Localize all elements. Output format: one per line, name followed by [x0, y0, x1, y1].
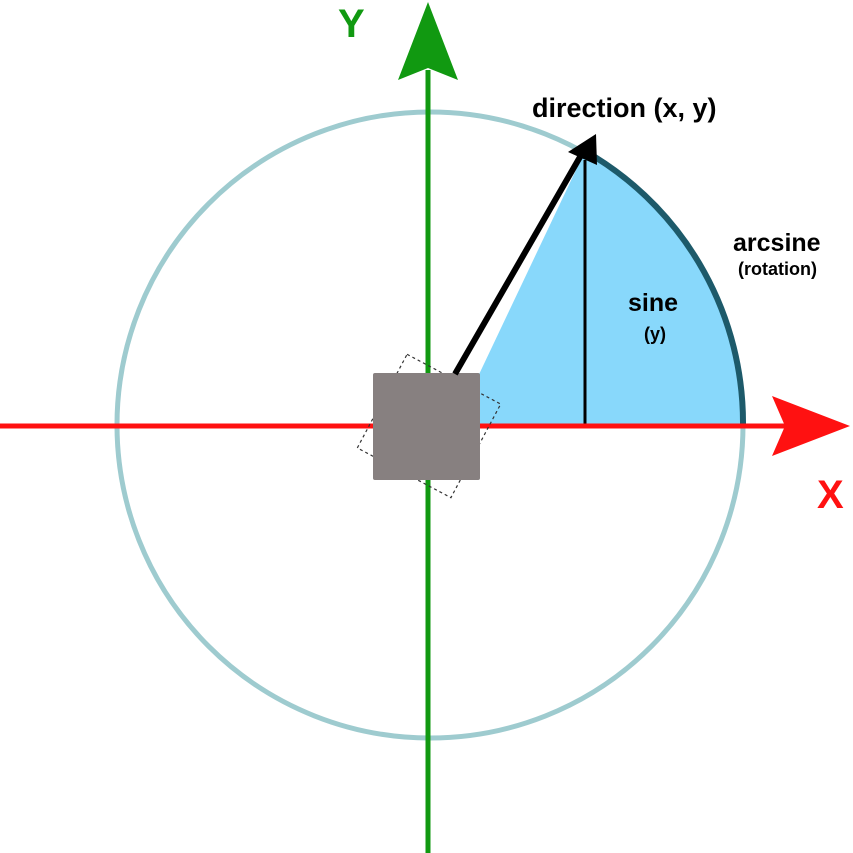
- arcsine-sub-label: (rotation): [738, 259, 817, 279]
- arcsine-label: arcsine: [733, 229, 821, 257]
- x-axis-label: X: [817, 473, 844, 517]
- direction-vector: [452, 148, 587, 376]
- object-square: [373, 373, 480, 480]
- arcsine-arc: [593, 154, 747, 426]
- y-axis-arrowhead: [398, 2, 458, 80]
- x-axis-arrowhead: [772, 396, 850, 456]
- sine-sector: [455, 151, 744, 425]
- sine-label: sine: [628, 289, 678, 317]
- direction-vector-arrowhead: [568, 134, 597, 165]
- sine-sub-label: (y): [644, 324, 666, 344]
- direction-label: direction (x, y): [532, 93, 717, 123]
- y-axis-label: Y: [338, 2, 365, 46]
